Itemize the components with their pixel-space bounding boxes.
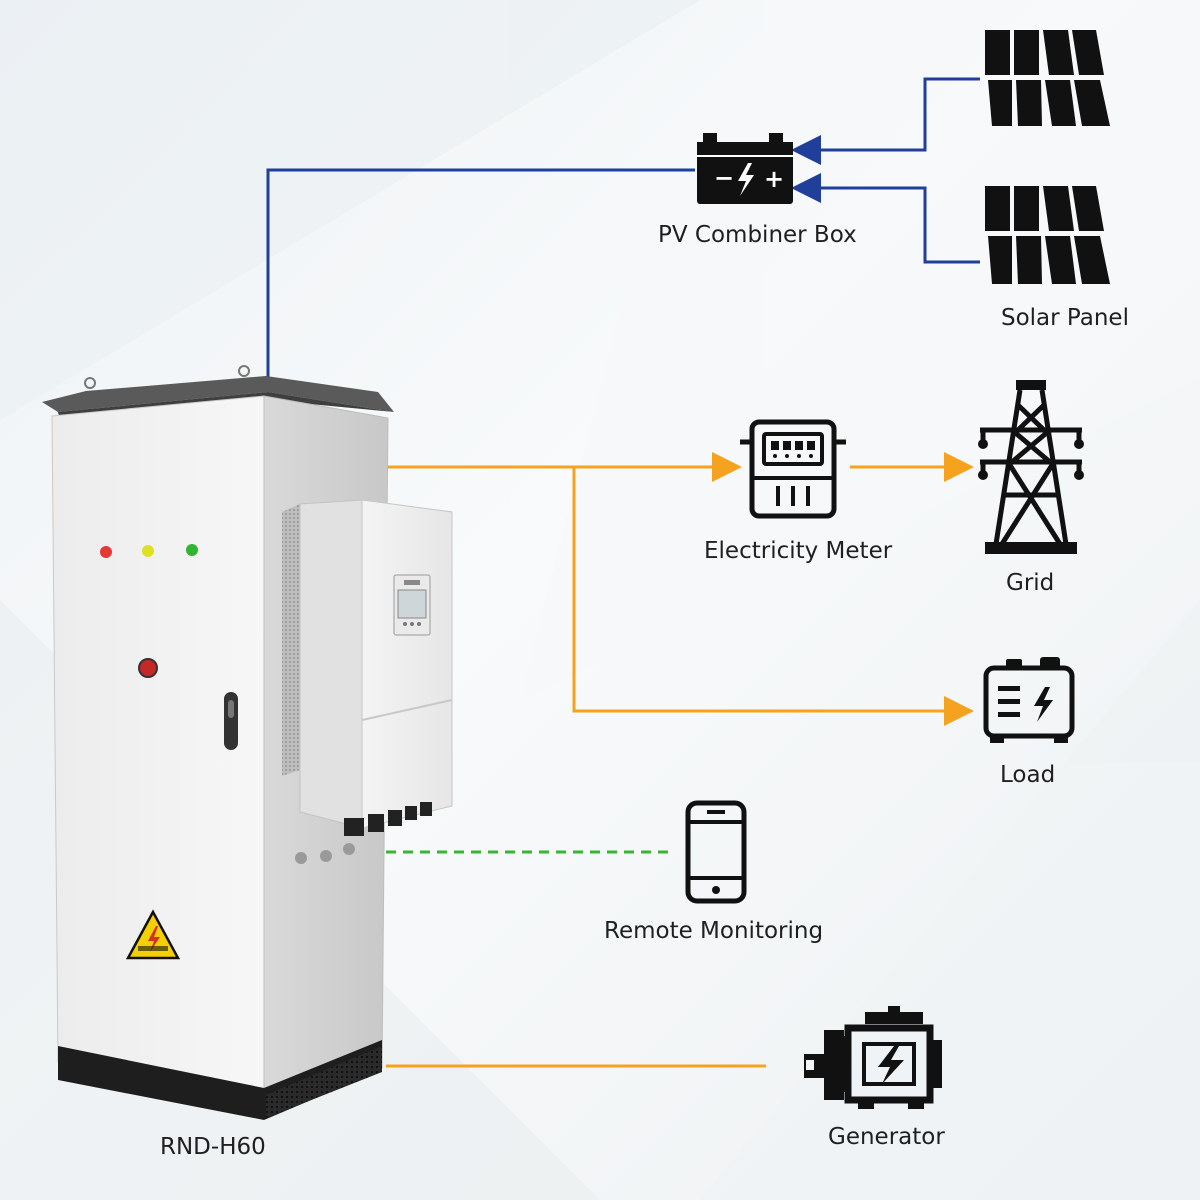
generator-label: Generator [828,1124,945,1150]
combiner-minus-sign: − [714,164,734,192]
generator-engine-icon [804,1006,942,1109]
pv-combiner-box-label: PV Combiner Box [658,222,857,248]
hybrid-inverter [282,499,453,836]
smartphone-icon [685,800,747,904]
cabinet-to-combiner-line [266,168,695,378]
branch-to-load-line [572,467,974,726]
ac-connections [386,452,974,1068]
grid-insulators [978,439,1084,480]
solar-top-to-combiner-line [791,77,980,165]
load-generator-box-icon [983,657,1075,743]
load-label: Load [1000,762,1056,788]
dc-connections [266,77,980,378]
grid-label: Grid [1006,570,1055,596]
electricity-meter-icon [740,419,846,519]
electricity-meter-label: Electricity Meter [704,538,893,564]
meter-display-dots [771,441,815,458]
solar-panel-label: Solar Panel [1001,305,1129,331]
cabinet-model-label: RND-H60 [160,1134,266,1160]
grid-tower-icon [980,380,1082,554]
remote-monitoring-label: Remote Monitoring [604,918,824,944]
combiner-plus-sign: + [764,165,784,193]
solar-bottom-to-combiner-line [791,173,980,264]
solar-panel-bottom-icon [985,186,1110,284]
solar-panel-top-icon [985,30,1110,126]
battery-combiner-icon: − + [697,133,793,204]
